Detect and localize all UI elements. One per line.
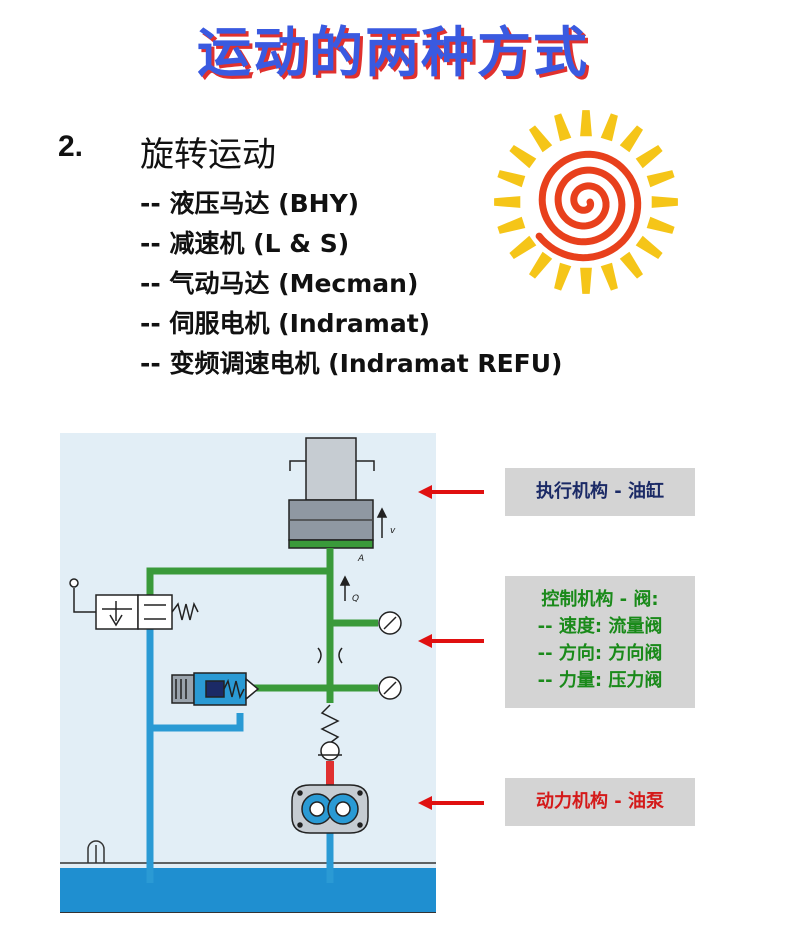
return-line	[146, 623, 334, 883]
pressure-line	[146, 548, 378, 703]
power-label: 动力机构 - 油泵	[505, 778, 695, 826]
section-number: 2.	[58, 130, 84, 163]
velocity-arrow-icon	[376, 507, 388, 538]
sun-ray	[600, 262, 618, 291]
list-item: -- 变频调速电机 (Indramat REFU)	[140, 349, 563, 378]
sun-ray	[529, 251, 553, 279]
sun-ray	[497, 170, 526, 188]
sun-ray	[635, 235, 663, 259]
arrow-left-icon	[418, 796, 484, 810]
arrow-left-icon	[418, 485, 484, 499]
sun-ray	[646, 216, 675, 234]
list-item: -- 液压马达 (BHY)	[140, 189, 360, 218]
flow-arrow-icon	[339, 575, 351, 601]
throttle-icon	[317, 647, 343, 664]
relief-valve	[171, 672, 260, 706]
area-label: A	[357, 554, 364, 564]
page-title: 运动的两种方式	[197, 20, 589, 84]
sun-ray	[509, 235, 537, 259]
sun-spiral-icon	[494, 110, 678, 294]
sun-ray	[619, 251, 643, 279]
velocity-label: v	[390, 526, 396, 536]
sun-ray	[554, 113, 572, 142]
flow-label: Q	[352, 594, 359, 604]
control-label-force: -- 力量: 压力阀	[537, 670, 663, 691]
hydraulic-circuit-diagram: v A Q	[60, 433, 436, 913]
pressure-gauge-icon	[378, 676, 402, 700]
motion-list: -- 液压马达 (BHY) -- 减速机 (L & S) -- 气动马达 (Me…	[140, 184, 563, 384]
sun-ray	[529, 125, 553, 153]
list-item: -- 伺服电机 (Indramat)	[140, 309, 431, 338]
list-item: -- 气动马达 (Mecman)	[140, 269, 419, 298]
arrow-left-icon	[418, 634, 484, 648]
section-heading: 旋转运动	[140, 135, 276, 175]
actuator-label: 执行机构 - 油缸	[505, 468, 695, 516]
list-item: -- 减速机 (L & S)	[140, 229, 350, 258]
check-valve	[318, 704, 342, 761]
control-label-title: 控制机构 - 阀:	[541, 589, 659, 610]
sun-ray	[554, 262, 572, 291]
hydraulic-cylinder	[288, 437, 375, 549]
gear-pump	[291, 784, 369, 834]
tank-vent-icon	[87, 840, 105, 863]
tank-fluid	[60, 868, 436, 913]
control-label-direction: -- 方向: 方向阀	[537, 643, 663, 664]
sun-ray	[635, 145, 663, 169]
pressure-gauge-icon	[378, 611, 402, 635]
diagram-background	[60, 433, 436, 913]
control-label-speed: -- 速度: 流量阀	[537, 616, 663, 637]
sun-ray	[580, 110, 592, 137]
sun-ray	[494, 196, 521, 208]
sun-ray	[580, 267, 592, 294]
sun-ray	[646, 170, 675, 188]
control-label: 控制机构 - 阀: -- 速度: 流量阀 -- 方向: 方向阀 -- 力量: 压…	[505, 576, 695, 708]
sun-ray	[600, 113, 618, 142]
sun-ray	[619, 125, 643, 153]
sun-ray	[509, 145, 537, 169]
directional-valve	[69, 578, 199, 630]
sun-ray	[497, 216, 526, 234]
sun-ray	[651, 196, 678, 208]
